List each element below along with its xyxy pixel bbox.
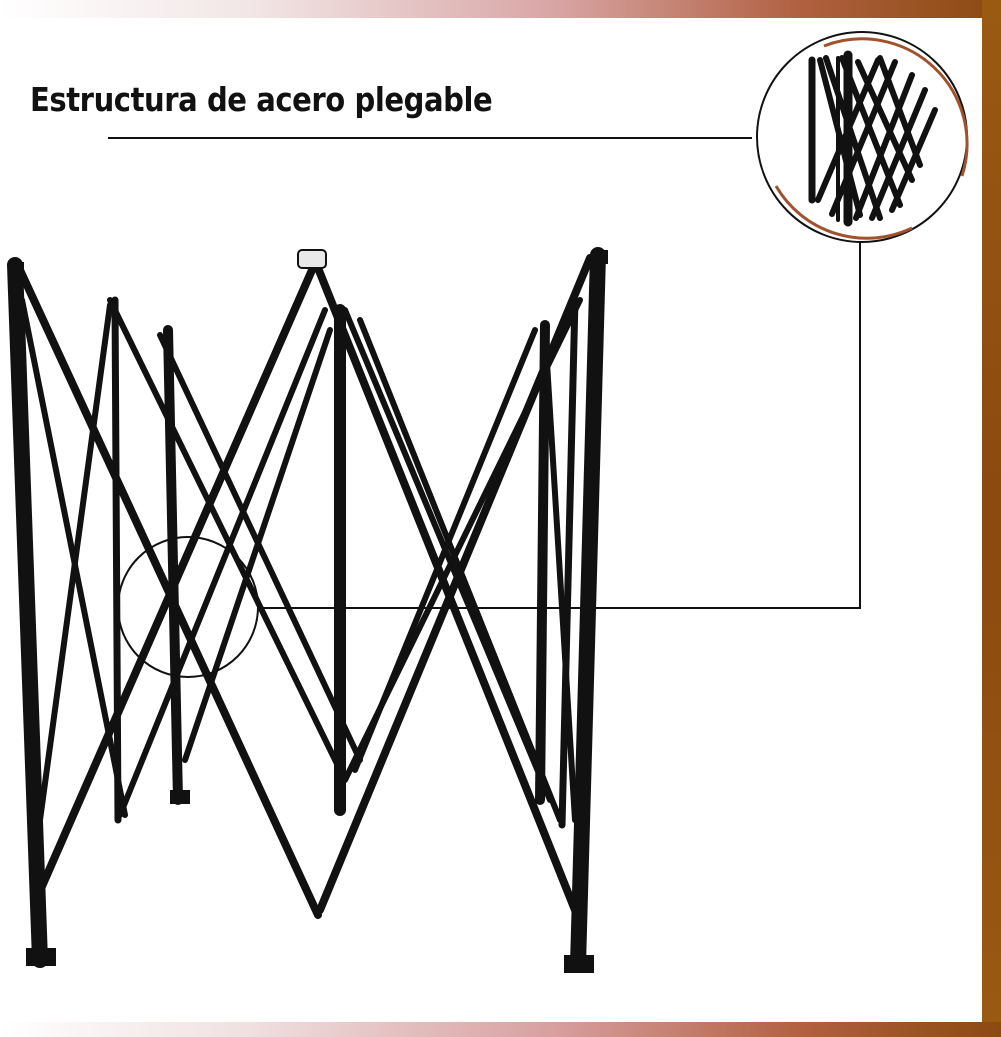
highlight-circle [117, 536, 259, 678]
top-hinge-left [8, 262, 24, 276]
right-gradient-band [982, 0, 1001, 1037]
leg-front-right [570, 247, 606, 973]
foot-front-right [564, 955, 594, 973]
leg-front-left [7, 257, 48, 968]
detail-zoom [756, 31, 969, 243]
side-scissor-right [342, 297, 583, 823]
top-gradient-band [0, 0, 1001, 18]
side-scissor-left [19, 297, 363, 823]
leg-back-right [535, 320, 550, 805]
bottom-gradient-band [0, 1022, 1001, 1037]
detail-accent-arc-bottom [774, 185, 913, 240]
top-hinge-center [297, 249, 327, 269]
callout-lines [108, 137, 861, 609]
leg-inner-right [558, 296, 579, 829]
folding-frame [7, 247, 608, 973]
detail-accent-arc-top [823, 37, 969, 177]
top-hinge-right [592, 250, 608, 264]
foot-back-left [170, 790, 190, 804]
page-title: Estructura de acero plegable [30, 80, 493, 119]
leg-inner-left [111, 296, 122, 824]
detail-truss-icon [808, 50, 938, 227]
leg-back-left [163, 325, 183, 805]
foot-front-left [26, 948, 56, 966]
front-scissor [16, 254, 594, 919]
